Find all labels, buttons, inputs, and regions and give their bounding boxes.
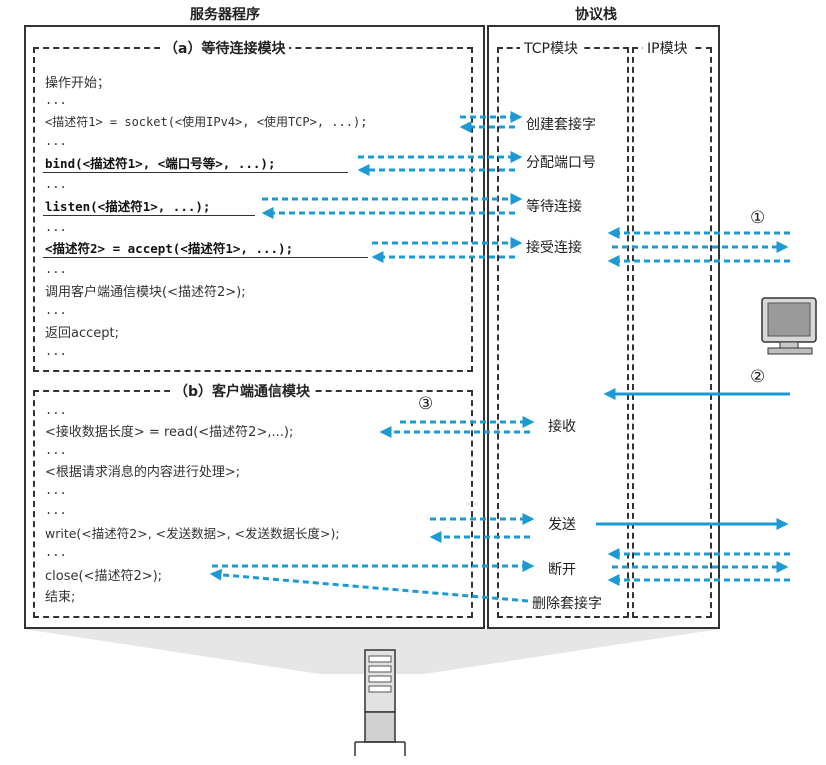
client-computer-icon xyxy=(761,297,817,355)
code-line: ... xyxy=(45,443,67,457)
code-line: ... xyxy=(45,220,67,234)
receive-label: 接收 xyxy=(546,416,578,436)
code-line: ... xyxy=(45,177,67,191)
code-line: ... xyxy=(45,483,67,497)
write-call-line: write(<描述符2>, <发送数据>, <发送数据长度>); xyxy=(45,526,340,541)
code-line: 操作开始； xyxy=(45,76,111,91)
delete-socket-arrow xyxy=(209,568,529,603)
code-line: ... xyxy=(45,93,67,107)
listen-call-line: listen(<描述符1>, ...); xyxy=(45,199,211,214)
call-client-module-line: 调用客户端通信模块(<描述符2>); xyxy=(45,285,246,300)
protocol-stack-frame xyxy=(487,25,720,629)
listen-underline xyxy=(43,215,255,216)
wait-connection-module-title: （a）等待连接模块 xyxy=(160,38,290,58)
wait-connection-label: 等待连接 xyxy=(524,196,584,216)
process-request-line: <根据请求消息的内容进行处理>; xyxy=(45,465,241,480)
return-accept-line: 返回accept; xyxy=(45,326,119,341)
assign-port-label: 分配端口号 xyxy=(524,152,598,172)
code-line: ... xyxy=(45,262,67,276)
end-line: 结束; xyxy=(45,590,76,605)
marker-three: ③ xyxy=(418,394,434,414)
server-tower-icon xyxy=(354,649,406,756)
bind-call-line: bind(<描述符1>, <端口号等>, ...); xyxy=(45,156,276,171)
code-line: ... xyxy=(45,503,67,517)
code-line: ... xyxy=(45,403,67,417)
socket-call-line: <描述符1> = socket(<使用IPv4>, <使用TCP>, ...); xyxy=(45,115,368,129)
accept-call-line: <描述符2> = accept(<描述符1>, ...); xyxy=(45,241,294,256)
protocol-stack-header: 协议栈 xyxy=(575,7,617,23)
client-communication-module-title: （b）客户端通信模块 xyxy=(170,381,315,401)
disconnect-label: 断开 xyxy=(546,559,578,579)
ip-module-title: IP模块 xyxy=(643,38,692,58)
tcp-module-title: TCP模块 xyxy=(520,38,582,58)
accept-connection-label: 接受连接 xyxy=(524,237,584,257)
bind-underline xyxy=(43,172,348,173)
code-line: ... xyxy=(45,545,67,559)
marker-two: ② xyxy=(750,367,766,387)
accept-underline xyxy=(43,257,368,258)
close-call-line: close(<描述符2>); xyxy=(45,569,163,584)
send-label: 发送 xyxy=(546,514,578,534)
code-line: ... xyxy=(45,134,67,148)
server-program-frame xyxy=(24,25,485,629)
delete-socket-label: 删除套接字 xyxy=(530,593,604,613)
server-program-header: 服务器程序 xyxy=(190,7,260,23)
code-line: ... xyxy=(45,344,67,358)
create-socket-label: 创建套接字 xyxy=(524,114,598,134)
marker-one: ① xyxy=(750,208,766,228)
code-line: ... xyxy=(45,303,67,317)
read-call-line: <接收数据长度> = read(<描述符2>,...); xyxy=(45,425,294,440)
